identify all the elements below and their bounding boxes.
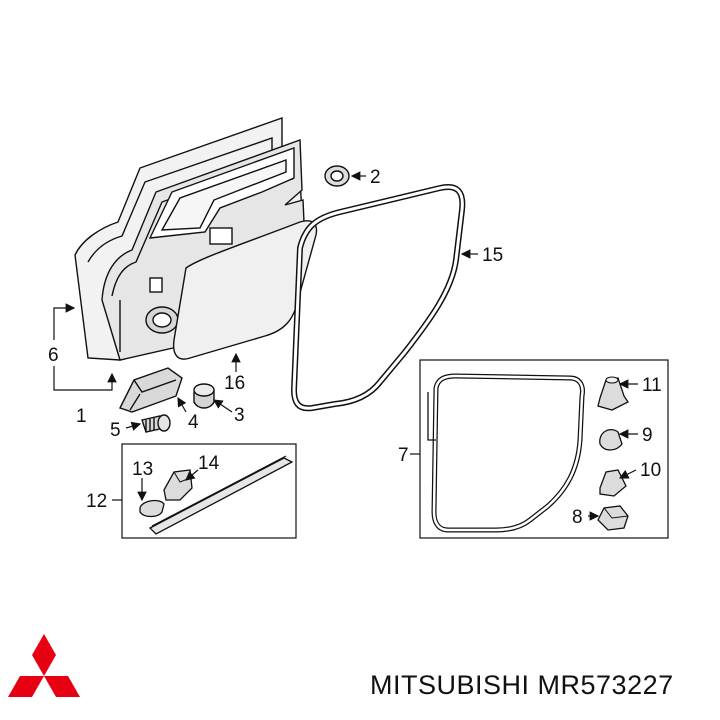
- brand-name: MITSUBISHI: [370, 670, 530, 700]
- callout-6: 6: [48, 345, 59, 366]
- callout-1: 1: [76, 406, 87, 427]
- callout-2: 2: [370, 167, 381, 188]
- callout-9: 9: [642, 425, 653, 446]
- callout-5: 5: [110, 420, 121, 441]
- callout-13: 13: [132, 459, 153, 480]
- door-bracket: [119, 367, 183, 413]
- callout-8: 8: [572, 507, 583, 528]
- callout-11: 11: [642, 375, 662, 396]
- callout-15: 15: [482, 245, 503, 266]
- mitsubishi-logo-icon: [8, 634, 80, 697]
- callout-4: 4: [188, 412, 199, 433]
- callout-labels: 1 2 3 4 5 6 7 8 9 10 11 12 13 14 15 16: [48, 167, 662, 528]
- brand-part-label: MITSUBISHI MR573227: [370, 670, 674, 701]
- callout-7: 7: [398, 445, 409, 466]
- callout-3: 3: [234, 405, 245, 426]
- callout-10: 10: [640, 460, 661, 481]
- screw: [141, 414, 171, 433]
- callout-14: 14: [198, 453, 220, 474]
- door-bumper: [193, 383, 215, 409]
- part-number: MR573227: [537, 670, 674, 700]
- box-moulding-group: [121, 443, 297, 539]
- leader-lines: [53, 171, 638, 521]
- door-shell: [74, 117, 305, 361]
- callout-12: 12: [86, 491, 107, 512]
- callout-16: 16: [224, 373, 245, 394]
- watershield-sheet: [172, 220, 318, 360]
- plug-grommet: [324, 165, 350, 187]
- box-seal-group: [419, 359, 669, 539]
- door-weatherstrip: [290, 184, 466, 412]
